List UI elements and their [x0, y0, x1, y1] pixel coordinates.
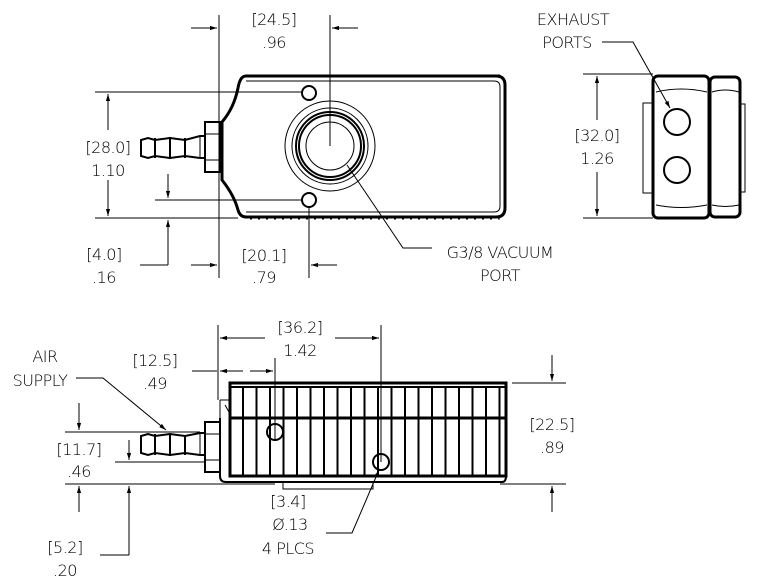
- dim-36-2-mm: [36.2]: [277, 318, 322, 337]
- callout-air-line1: AIR: [32, 347, 58, 366]
- mount-hole-top: [301, 85, 317, 101]
- air-supply-barb-side: [140, 421, 221, 473]
- dim-11-7-in: .46: [67, 462, 91, 481]
- dim-28-0-in: 1.10: [91, 161, 125, 180]
- callout-exhaust-line2: PORTS: [542, 33, 592, 52]
- side-view: [36.2] 1.42 [12.5] .49 AIR SUPPLY [22.5]…: [13, 318, 575, 580]
- top-view: [24.5] .96 [28.0] 1.10 [4.0] .16 [20.1] …: [85, 10, 553, 287]
- dim-32-0-mm: [32.0]: [574, 126, 619, 145]
- dim-5-2-in: .20: [53, 561, 77, 580]
- dim-5-2-mm: [5.2]: [47, 538, 82, 557]
- dim-20-1-mm: [20.1]: [241, 246, 286, 265]
- exhaust-port-1: [663, 108, 691, 136]
- exhaust-port-2: [663, 156, 691, 184]
- dim-22-5-mm: [22.5]: [529, 415, 574, 434]
- dim-28-0-mm: [28.0]: [85, 138, 130, 157]
- mount-hole-bottom: [301, 192, 317, 208]
- callout-hole-mm: [3.4]: [270, 492, 305, 511]
- dim-20-1-in: .79: [252, 268, 276, 287]
- callout-vacuum-line2: PORT: [480, 266, 521, 285]
- dim-11-7-mm: [11.7]: [56, 440, 101, 459]
- callout-hole-count: 4 PLCS: [262, 539, 314, 558]
- top-view-body: [220, 74, 507, 220]
- side-view-fins: [242, 388, 501, 475]
- callout-vacuum-line1: G3/8 VACUUM: [447, 243, 554, 262]
- dim-12-5-mm: [12.5]: [132, 351, 177, 370]
- callout-exhaust-line1: EXHAUST: [537, 10, 610, 29]
- callout-air-line2: SUPPLY: [13, 371, 68, 390]
- air-supply-barb-top: [140, 121, 221, 173]
- dim-4-0-in: .16: [92, 268, 116, 287]
- dim-24-5-mm: [24.5]: [251, 10, 296, 29]
- dim-32-0-in: 1.26: [580, 149, 614, 168]
- end-view: EXHAUST PORTS [32.0] 1.26: [537, 10, 746, 220]
- dim-36-2-in: 1.42: [283, 341, 317, 360]
- dim-12-5-in: .49: [143, 374, 167, 393]
- callout-hole-in: Ø.13: [272, 515, 307, 534]
- dim-22-5-in: .89: [540, 438, 564, 457]
- dim-4-0-mm: [4.0]: [86, 245, 121, 264]
- dim-24-5-in: .96: [262, 33, 286, 52]
